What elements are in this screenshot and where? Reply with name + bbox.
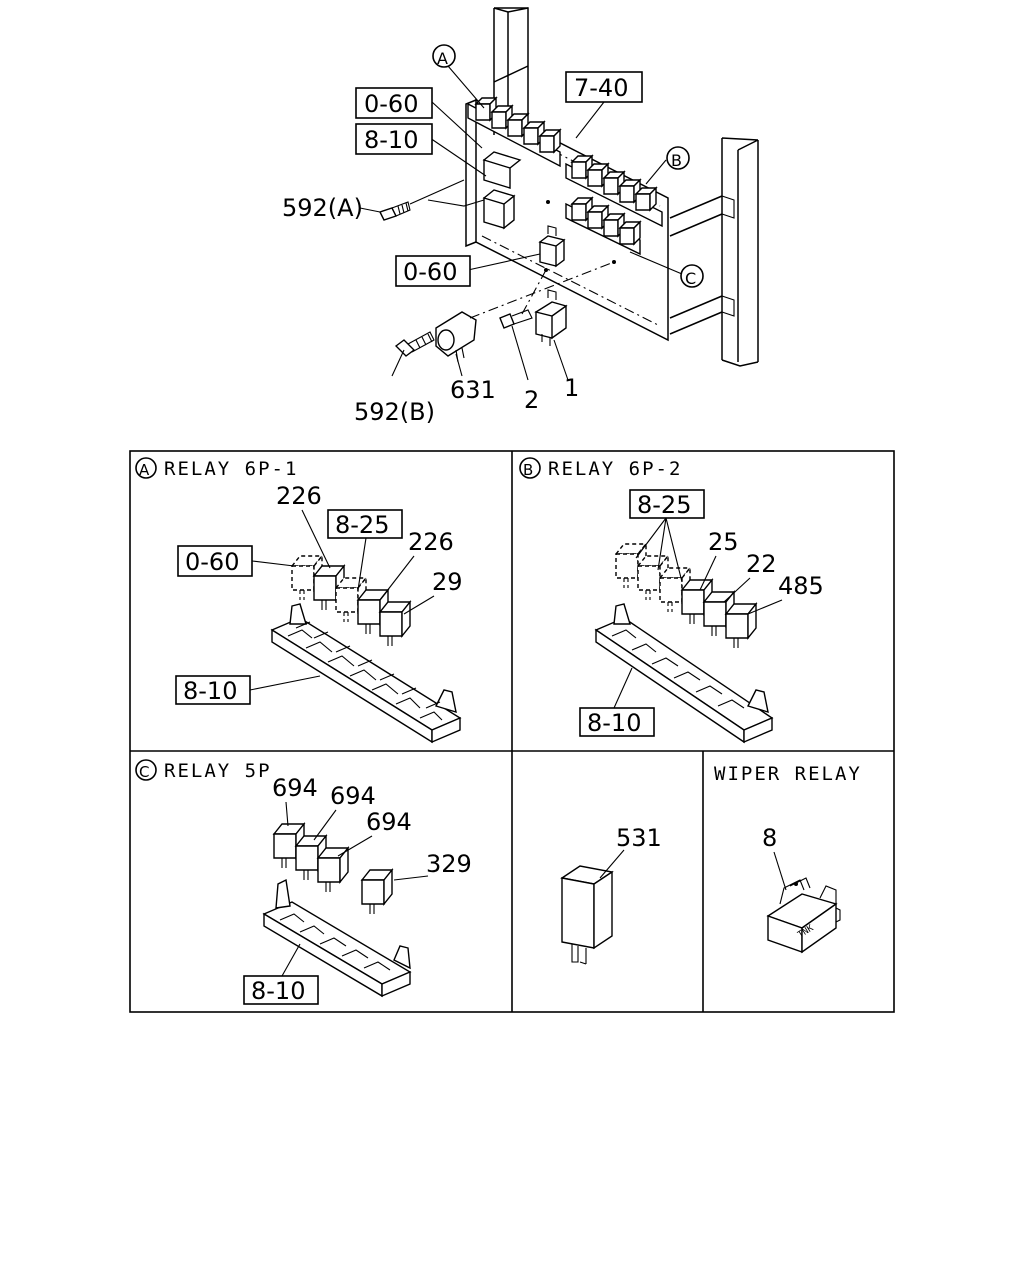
panel-c-694-c: 694 — [366, 808, 412, 836]
relay-row-c — [565, 197, 641, 256]
panel-b-ref-8-10: 8-10 — [587, 709, 641, 737]
panel-c-letter: C — [139, 763, 149, 781]
bolt-592b — [394, 331, 435, 357]
callout-letter-c: C — [685, 269, 696, 288]
panel-c-694-b: 694 — [330, 782, 376, 810]
panel-c-title: RELAY 5P — [164, 760, 272, 782]
label-631: 631 — [450, 376, 496, 404]
label-592b: 592(B) — [354, 398, 435, 426]
part-1 — [534, 289, 568, 346]
panel-a-226-left: 226 — [276, 482, 322, 510]
relay-row-a — [467, 97, 561, 168]
panel-a-letter: A — [139, 461, 150, 479]
panel-a-226-right: 226 — [408, 528, 454, 556]
panel-e-title: WIPER RELAY — [714, 763, 862, 785]
relays-b-dashed — [615, 543, 691, 613]
panel-b-ref-8-25: 8-25 — [637, 491, 691, 519]
panel-b-title: RELAY 6P-2 — [548, 458, 682, 480]
relay-holder-c — [262, 878, 412, 998]
panel-c-ref-8-10: 8-10 — [251, 977, 305, 1005]
panel-b-letter: B — [523, 461, 533, 479]
relay-holder-b — [594, 603, 774, 744]
detail-grid — [129, 450, 895, 1013]
label-592a: 592(A) — [282, 194, 363, 222]
panel-b-25: 25 — [708, 528, 739, 556]
bolt-2 — [499, 309, 533, 329]
panel-a-ref-0-60: 0-60 — [185, 548, 239, 576]
panel-a-29: 29 — [432, 568, 463, 596]
panel-b-485: 485 — [778, 572, 824, 600]
panel-wiper-relay: WIPER RELAY TNK 8 — [714, 763, 862, 954]
panel-relay-5p: C RELAY 5P 694 694 694 329 8-10 — [135, 759, 472, 1005]
overview-assembly — [359, 7, 759, 381]
ref-8-10-top: 8-10 — [364, 126, 418, 154]
panel-c-694-a: 694 — [272, 774, 318, 802]
callout-letter-a: A — [437, 49, 448, 68]
panel-part-531: 531 — [560, 824, 662, 965]
panel-e-8: 8 — [762, 824, 777, 852]
panel-relay-6p-1: A RELAY 6P-1 0-60 8-25 226 226 29 — [135, 457, 463, 744]
panel-relay-6p-2: B RELAY 6P-2 8-25 25 22 485 8-10 — [519, 457, 824, 744]
ref-0-60-mid: 0-60 — [403, 258, 457, 286]
panel-d-531: 531 — [616, 824, 662, 852]
bolt-592a — [379, 201, 411, 221]
part-631 — [435, 311, 477, 363]
panel-a-ref-8-25: 8-25 — [335, 511, 389, 539]
panel-b-22: 22 — [746, 550, 777, 578]
ref-0-60-top: 0-60 — [364, 90, 418, 118]
callout-letter-b: B — [671, 151, 682, 170]
relay-row-b — [565, 155, 663, 228]
ref-7-40: 7-40 — [574, 74, 628, 102]
panel-a-ref-8-10: 8-10 — [183, 677, 237, 705]
label-1: 1 — [564, 374, 579, 402]
panel-c-329: 329 — [426, 850, 472, 878]
relay-holder-a — [270, 603, 462, 744]
label-2: 2 — [524, 386, 539, 414]
panel-a-title: RELAY 6P-1 — [164, 458, 298, 480]
